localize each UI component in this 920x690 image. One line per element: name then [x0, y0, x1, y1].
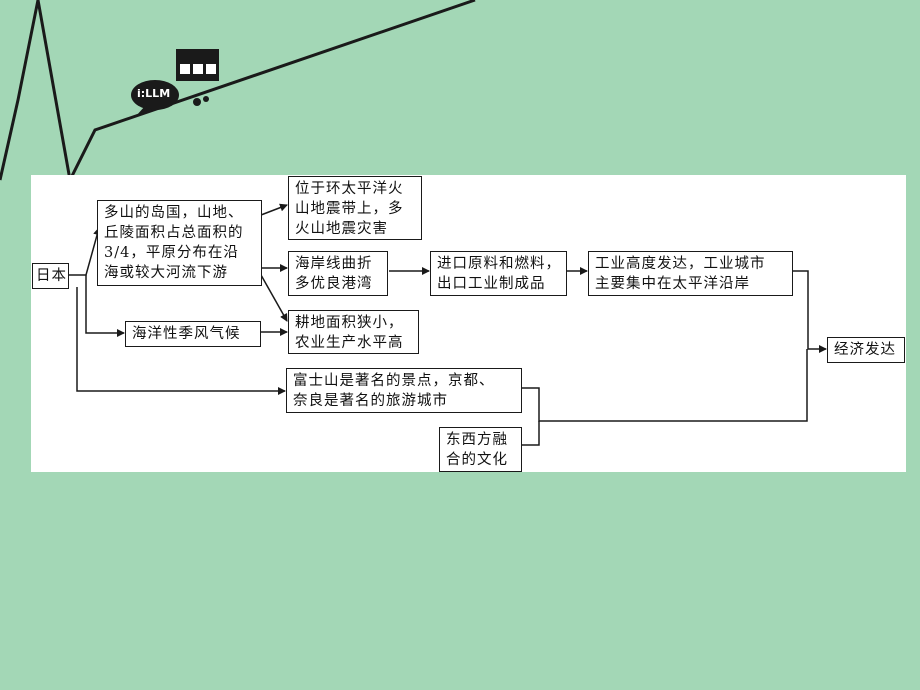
speech-bubble-icon [131, 80, 179, 110]
node-tourism: 富士山是著名的景点，京都、 奈良是著名的旅游城市 [286, 368, 522, 413]
geo-line-1: 多山的岛国，山地、 [104, 205, 244, 221]
node-coastline: 海岸线曲折 多优良港湾 [288, 251, 388, 296]
node-farmland: 耕地面积狭小， 农业生产水平高 [288, 310, 419, 354]
tourism-line-1: 富士山是著名的景点，京都、 [293, 373, 495, 389]
node-earthquake-zone: 位于环太平洋火 山地震带上，多 火山地震灾害 [288, 176, 422, 240]
node-culture: 东西方融 合的文化 [439, 427, 522, 472]
coast-line-1: 海岸线曲折 [295, 256, 373, 272]
connector-lines [69, 203, 827, 446]
node-geography: 多山的岛国，山地、 丘陵面积占总面积的 3/4，平原分布在沿 海或较大河流下游 [97, 200, 262, 286]
industry-line-2: 主要集中在太平洋沿岸 [595, 276, 750, 292]
farm-line-1: 耕地面积狭小， [295, 315, 404, 331]
node-japan-label: 日本 [36, 268, 67, 284]
climate-label: 海洋性季风气候 [132, 326, 241, 342]
node-economy: 经济发达 [827, 337, 905, 363]
farm-line-2: 农业生产水平高 [295, 335, 404, 351]
node-import-export: 进口原料和燃料， 出口工业制成品 [430, 251, 567, 296]
import-line-2: 出口工业制成品 [437, 276, 546, 292]
geo-line-3: 3/4，平原分布在沿 [104, 245, 239, 261]
economy-label: 经济发达 [834, 342, 896, 358]
quake-line-3: 火山地震灾害 [295, 221, 388, 237]
window-icon [176, 49, 219, 81]
zigzag-line [0, 0, 476, 185]
dot-icon [193, 98, 201, 106]
geo-line-2: 丘陵面积占总面积的 [104, 225, 244, 241]
quake-line-2: 山地震带上，多 [295, 201, 404, 217]
coast-line-2: 多优良港湾 [295, 276, 373, 292]
node-climate: 海洋性季风气候 [125, 321, 261, 347]
diagram-panel: 日本 多山的岛国，山地、 丘陵面积占总面积的 3/4，平原分布在沿 海或较大河流… [31, 175, 906, 472]
import-line-1: 进口原料和燃料， [437, 256, 561, 272]
node-industry: 工业高度发达，工业城市 主要集中在太平洋沿岸 [588, 251, 793, 296]
culture-line-1: 东西方融 [446, 432, 508, 448]
node-japan: 日本 [32, 263, 69, 289]
tourism-line-2: 奈良是著名的旅游城市 [293, 393, 448, 409]
culture-line-2: 合的文化 [446, 452, 508, 468]
industry-line-1: 工业高度发达，工业城市 [595, 256, 766, 272]
quake-line-1: 位于环太平洋火 [295, 181, 404, 197]
geo-line-4: 海或较大河流下游 [104, 265, 228, 281]
logo-text: i:LLM [137, 87, 171, 100]
